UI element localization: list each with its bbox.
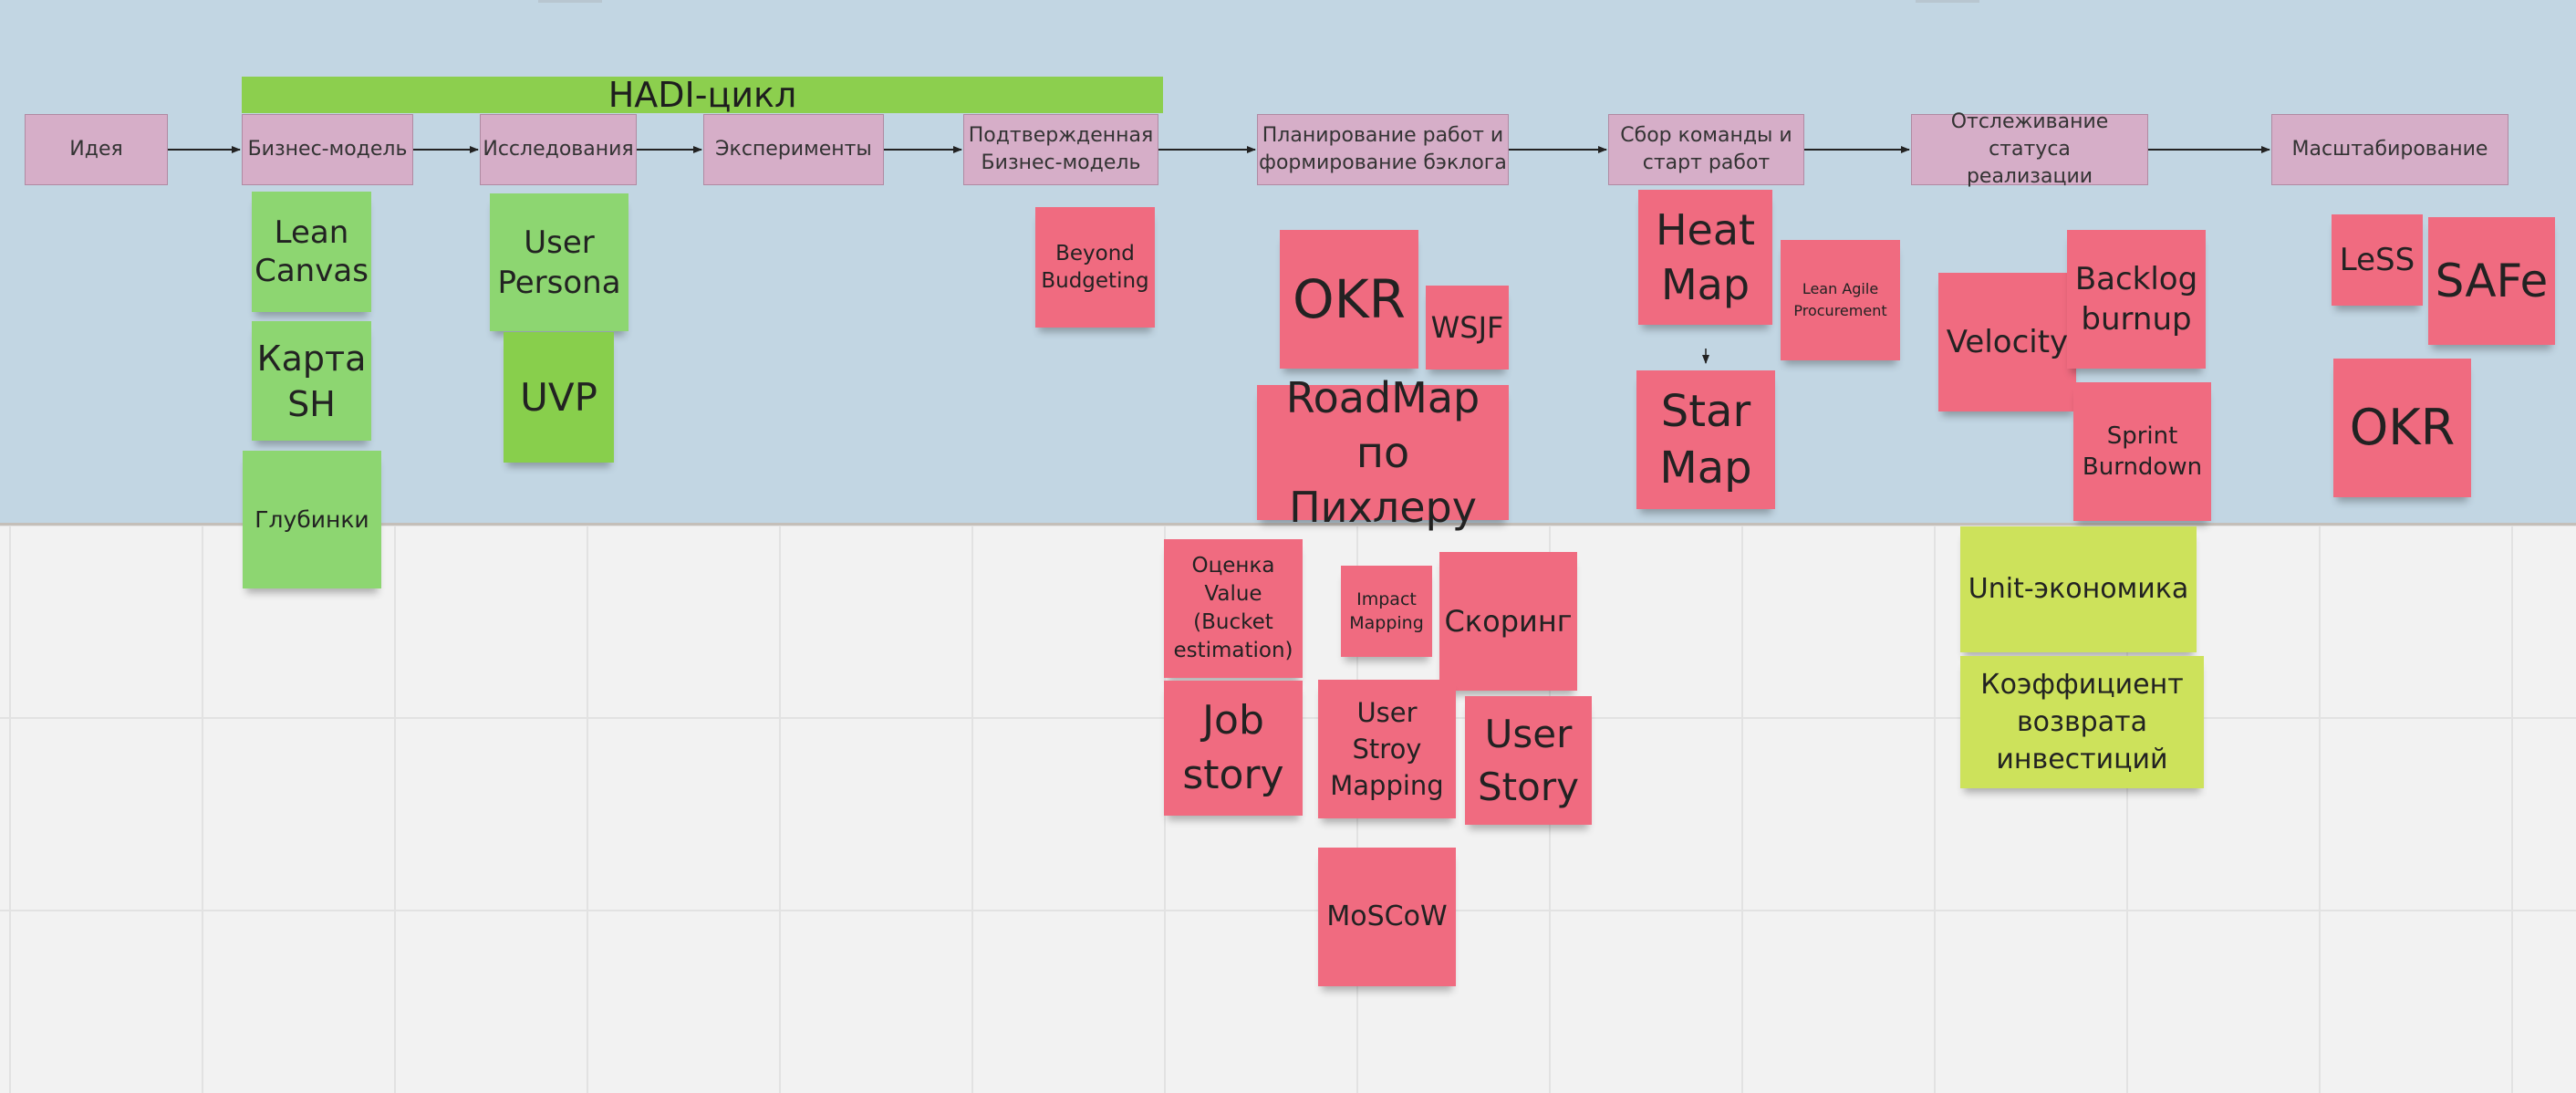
sticky-unit-economics[interactable]: Unit-экономика <box>1960 526 2197 652</box>
stage-confirmed-business-model[interactable]: Подтвержденная Бизнес-модель <box>963 114 1158 185</box>
stage-experiments[interactable]: Эксперименты <box>703 114 884 185</box>
sticky-safe[interactable]: SAFe <box>2428 217 2555 345</box>
sticky-heat-map[interactable]: Heat Map <box>1638 190 1772 325</box>
sticky-user-persona[interactable]: User Persona <box>490 193 628 331</box>
stage-team-start[interactable]: Сбор команды и старт работ <box>1608 114 1804 185</box>
canvas-top-edge <box>538 0 1979 3</box>
sticky-impact-mapping[interactable]: Impact Mapping <box>1341 566 1432 657</box>
sticky-uvp[interactable]: UVP <box>504 332 614 463</box>
stage-idea[interactable]: Идея <box>25 114 168 185</box>
sticky-user-story[interactable]: User Story <box>1465 696 1592 825</box>
sticky-star-map[interactable]: Star Map <box>1636 370 1775 509</box>
stage-business-model[interactable]: Бизнес-модель <box>242 114 413 185</box>
sticky-deep-interviews[interactable]: Глубинки <box>243 451 381 588</box>
sticky-stakeholder-map[interactable]: Карта SH <box>252 321 371 441</box>
stage-scaling[interactable]: Масштабирование <box>2271 114 2508 185</box>
sticky-lean-canvas[interactable]: Lean Canvas <box>252 192 371 312</box>
sticky-lean-agile-procurement[interactable]: Lean Agile Procurement <box>1781 240 1900 360</box>
sticky-roadmap-pichler[interactable]: RoadMap по Пихлеру <box>1257 373 1509 532</box>
sticky-okr-scaling[interactable]: OKR <box>2333 359 2471 497</box>
sticky-job-story[interactable]: Job story <box>1164 681 1303 816</box>
edge-mark-left <box>538 0 602 3</box>
sticky-okr-planning[interactable]: OKR <box>1280 230 1418 369</box>
sticky-roi[interactable]: Коэффициент возврата инвестиций <box>1960 656 2204 788</box>
sticky-moscow[interactable]: MoSCoW <box>1318 848 1456 986</box>
hadi-cycle-banner[interactable]: HADI-цикл <box>242 77 1163 113</box>
stage-planning-backlog[interactable]: Планирование работ и формирование бэклог… <box>1257 114 1509 185</box>
sticky-wsjf[interactable]: WSJF <box>1426 286 1509 370</box>
sticky-sprint-burndown[interactable]: Sprint Burndown <box>2073 382 2211 521</box>
sticky-bucket-estimation[interactable]: Оценка Value (Bucket estimation) <box>1164 539 1303 678</box>
sticky-less[interactable]: LeSS <box>2332 214 2423 306</box>
sticky-velocity[interactable]: Velocity <box>1938 273 2076 411</box>
sticky-backlog-burnup[interactable]: Backlog burnup <box>2067 230 2206 369</box>
sticky-user-story-mapping[interactable]: User Stroy Mapping <box>1318 680 1456 818</box>
stage-status-tracking[interactable]: Отслеживание статуса реализации <box>1911 110 2148 188</box>
sticky-scoring[interactable]: Скоринг <box>1439 552 1577 691</box>
edge-mark-right <box>1916 0 1979 3</box>
sticky-beyond-budgeting[interactable]: Beyond Budgeting <box>1035 207 1155 328</box>
stage-research[interactable]: Исследования <box>480 114 637 185</box>
